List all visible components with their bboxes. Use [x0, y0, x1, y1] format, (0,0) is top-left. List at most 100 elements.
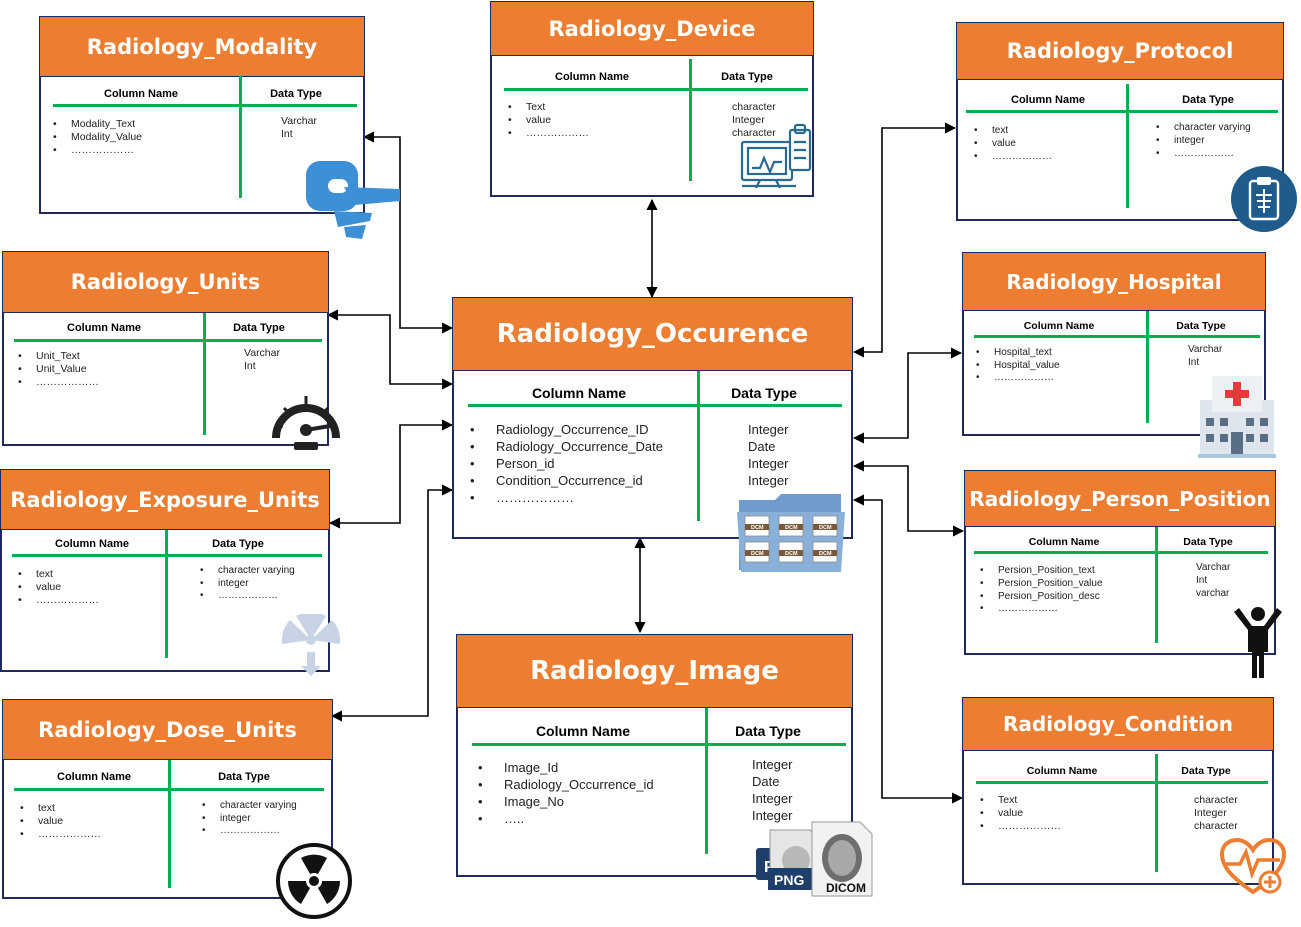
- list-item: Unit_Value: [18, 363, 99, 376]
- table-exposure-units: Radiology_Exposure_Units Column Name Dat…: [0, 469, 330, 672]
- table-title: Radiology_Condition: [962, 697, 1274, 751]
- type-item: Int: [281, 128, 293, 140]
- list-item: Persion_Position_value: [980, 578, 1103, 591]
- list-item: Condition_Occurrence_id: [470, 472, 663, 489]
- list-item: Persion_Position_desc: [980, 591, 1103, 604]
- data-type-header: Data Type: [731, 385, 797, 401]
- list-item: Image_No: [478, 793, 654, 810]
- column-name-header: Column Name: [104, 88, 178, 100]
- column-divider: [705, 708, 708, 854]
- list-item: Text: [980, 794, 1061, 807]
- type-item: ………………: [200, 590, 295, 603]
- type-list: character varying integer ………………: [202, 800, 297, 838]
- type-item: Varchar: [244, 347, 280, 359]
- hand-scanner-icon: [306, 161, 400, 239]
- column-name-header: Column Name: [1023, 320, 1095, 332]
- table-title: Radiology_Device: [490, 1, 814, 56]
- type-item: integer: [200, 578, 295, 591]
- column-name-header: Column Name: [1028, 536, 1100, 548]
- type-item: character varying: [200, 565, 295, 578]
- column-list: text value ………………: [974, 124, 1052, 163]
- connector-protocol: [852, 122, 957, 358]
- column-divider: [1146, 311, 1149, 423]
- image-files-icon: P PNG DICOM: [756, 821, 873, 897]
- dicom-label: DICOM: [826, 881, 866, 895]
- header-divider: [504, 88, 808, 91]
- type-list: Integer Date Integer Integer: [748, 421, 788, 489]
- type-list: Varchar Int: [281, 115, 317, 141]
- type-item: character: [1194, 820, 1238, 832]
- table-title: Radiology_Image: [456, 634, 853, 708]
- list-item: Hospital_value: [976, 360, 1060, 373]
- type-item: character: [1194, 794, 1238, 806]
- type-item: integer: [202, 813, 297, 826]
- type-item: Integer: [752, 791, 793, 806]
- column-name-header: Column Name: [1026, 765, 1098, 777]
- type-item: character varying: [202, 800, 297, 813]
- connector-exposure: [328, 419, 454, 529]
- table-title: Radiology_Exposure_Units: [0, 469, 330, 530]
- list-item: value: [974, 137, 1052, 150]
- header-divider: [472, 743, 846, 746]
- data-type-header: Data Type: [735, 723, 801, 739]
- png-label: PNG: [774, 872, 804, 888]
- list-item: value: [18, 581, 99, 594]
- column-divider: [203, 313, 206, 435]
- list-item: ………………: [470, 489, 663, 506]
- column-divider: [1126, 84, 1129, 208]
- type-item: Integer: [732, 114, 765, 126]
- table-hospital: Radiology_Hospital Column Name Data Type…: [962, 252, 1266, 436]
- header-divider: [976, 781, 1268, 784]
- table-units: Radiology_Units Column Name Data Type Un…: [2, 251, 329, 446]
- data-type-header: Data Type: [270, 88, 322, 100]
- connector-units: [326, 309, 454, 390]
- type-item: Varchar: [281, 115, 317, 127]
- table-device: Radiology_Device Column Name Data Type T…: [490, 1, 814, 197]
- list-item: Image_Id: [478, 759, 654, 776]
- type-item: ………………: [1156, 147, 1251, 160]
- column-name-header: Column Name: [555, 71, 629, 83]
- column-name-header: Column Name: [535, 723, 631, 739]
- column-list: Text value ………………: [980, 794, 1061, 833]
- column-name-header: Column Name: [531, 385, 627, 401]
- list-item: Radiology_Occurrence_ID: [470, 421, 663, 438]
- dcm-label: DCM: [819, 551, 832, 557]
- column-divider: [697, 371, 700, 521]
- type-item: Date: [752, 774, 780, 789]
- list-item: Text: [508, 101, 589, 114]
- header-divider: [974, 335, 1260, 338]
- list-item: value: [508, 114, 589, 127]
- list-item: Persion_Position_text: [980, 565, 1103, 578]
- header-divider: [14, 339, 322, 342]
- table-title: Radiology_Dose_Units: [2, 699, 333, 760]
- column-name-header: Column Name: [57, 771, 131, 783]
- type-item: Integer: [748, 422, 789, 437]
- type-item: Int: [244, 360, 256, 372]
- column-name-header: Column Name: [67, 322, 141, 334]
- list-item: Person_id: [470, 455, 663, 472]
- column-list: text value ………………: [20, 802, 101, 841]
- clipboard-xray-icon: [1231, 166, 1297, 232]
- dcm-label: DCM: [751, 525, 764, 531]
- type-item: Integer: [748, 456, 789, 471]
- dcm-folder-icon: DCM DCM DCM DCM DCM DCM: [737, 494, 845, 572]
- list-item: ………………: [980, 603, 1103, 616]
- column-list: Text value ………………: [508, 101, 589, 140]
- type-item: Varchar: [1188, 344, 1223, 355]
- data-type-header: Data Type: [233, 322, 285, 334]
- person-arms-up-icon: [1234, 607, 1282, 678]
- table-title: Radiology_Modality: [39, 16, 365, 77]
- column-divider: [165, 530, 168, 658]
- list-item: ………………: [508, 127, 589, 140]
- list-item: Hospital_text: [976, 347, 1060, 360]
- list-item: Modality_Value: [53, 131, 142, 144]
- list-item: ………………: [53, 144, 142, 157]
- connector-hospital: [852, 347, 963, 444]
- type-item: Int: [1188, 356, 1200, 368]
- column-name-header: Column Name: [1011, 94, 1085, 106]
- type-item: Int: [1196, 574, 1208, 586]
- list-item: text: [974, 124, 1052, 137]
- column-list: Image_Id Radiology_Occurrence_id Image_N…: [478, 759, 654, 827]
- dcm-label: DCM: [819, 525, 832, 531]
